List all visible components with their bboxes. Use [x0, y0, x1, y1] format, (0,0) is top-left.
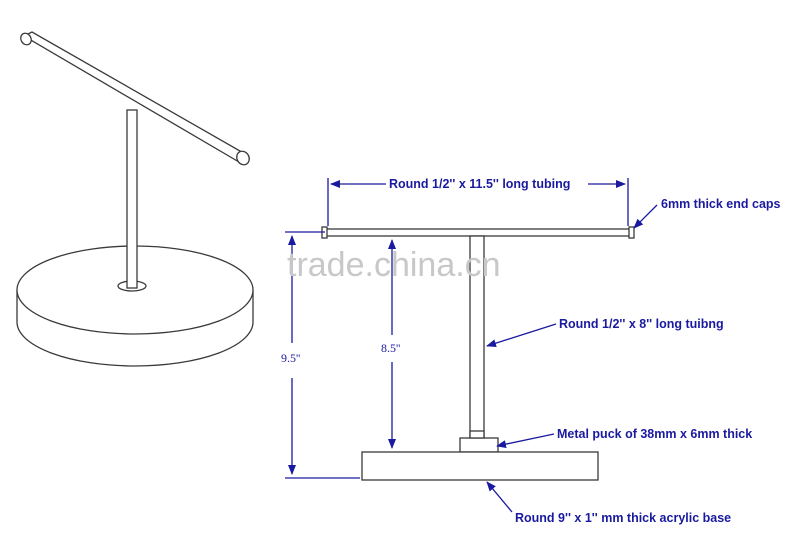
label-end-caps: 6mm thick end caps	[661, 197, 781, 211]
label-metal-puck: Metal puck of 38mm x 6mm thick	[557, 427, 752, 441]
side-acrylic-base	[361, 451, 599, 481]
label-vertical-tubing: Round 1/2'' x 8'' long tuibng	[559, 317, 724, 331]
iso-top-bar	[20, 31, 250, 166]
watermark: trade.china.cn	[287, 246, 501, 284]
label-acrylic-base: Round 9'' x 1'' mm thick acrylic base	[515, 511, 731, 525]
label-inner-height: 8.5''	[381, 341, 400, 355]
side-metal-puck	[459, 430, 499, 453]
isometric-view	[16, 31, 254, 367]
dimension-top-width	[327, 178, 629, 226]
label-top-tubing: Round 1/2'' x 11.5'' long tubing	[389, 177, 570, 191]
callout-leaders	[486, 204, 658, 513]
iso-vertical-post	[126, 109, 138, 289]
dimension-total-height	[285, 231, 360, 479]
label-total-height: 9.5''	[281, 351, 300, 365]
iso-acrylic-base	[16, 245, 254, 367]
